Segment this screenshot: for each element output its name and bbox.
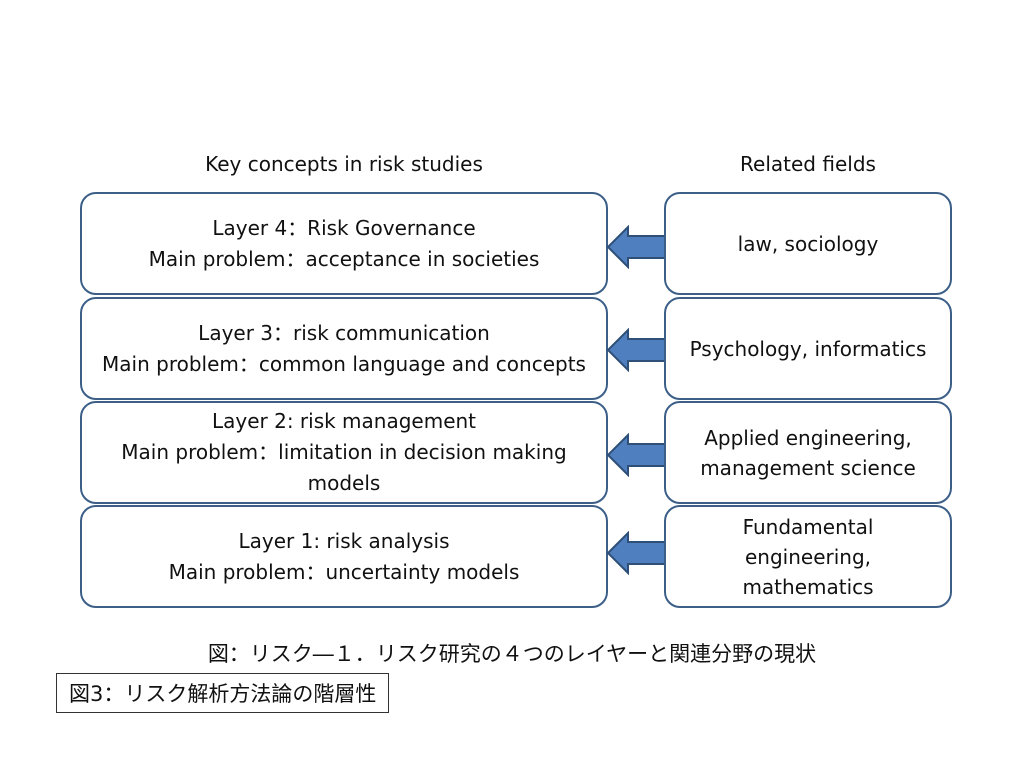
field-box-1: Fundamental engineering, mathematics — [664, 505, 952, 608]
layer-box-3: Layer 3：risk communication Main problem：… — [80, 297, 608, 400]
layer-title: Layer 3：risk communication — [198, 320, 490, 345]
left-arrow-icon — [606, 225, 667, 269]
field-text: law, sociology — [737, 231, 879, 256]
field-box-4: law, sociology — [664, 192, 952, 295]
figure-label: 図3：リスク解析方法論の階層性 — [56, 673, 390, 713]
left-arrow-icon — [606, 328, 667, 372]
field-text: Psychology, informatics — [689, 336, 927, 361]
field-box-3: Psychology, informatics — [664, 297, 952, 400]
header-related-fields: Related fields — [740, 152, 876, 176]
layer-problem: Main problem：acceptance in societies — [148, 246, 540, 271]
field-text: Fundamental engineering, mathematics — [742, 514, 874, 599]
layer-box-2: Layer 2: risk management Main problem：li… — [80, 401, 608, 504]
layer-problem: Main problem：common language and concept… — [102, 351, 586, 376]
layer-title: Layer 2: risk management — [211, 409, 477, 433]
left-arrow-icon — [606, 433, 667, 477]
layer-problem: Main problem：uncertainty models — [168, 559, 520, 584]
field-text: Applied engineering, management science — [700, 425, 916, 480]
layer-title: Layer 4：Risk Governance — [212, 215, 476, 240]
field-box-2: Applied engineering, management science — [664, 401, 952, 504]
figure-caption: 図：リスク―１．リスク研究の４つのレイヤーと関連分野の現状 — [207, 642, 817, 666]
layer-problem: Main problem：limitation in decision maki… — [121, 440, 567, 495]
layer-box-4: Layer 4：Risk Governance Main problem：acc… — [80, 192, 608, 295]
layer-title: Layer 1: risk analysis — [238, 528, 450, 553]
left-arrow-icon — [606, 531, 667, 575]
layer-box-1: Layer 1: risk analysis Main problem：unce… — [80, 505, 608, 608]
header-key-concepts: Key concepts in risk studies — [205, 152, 483, 176]
